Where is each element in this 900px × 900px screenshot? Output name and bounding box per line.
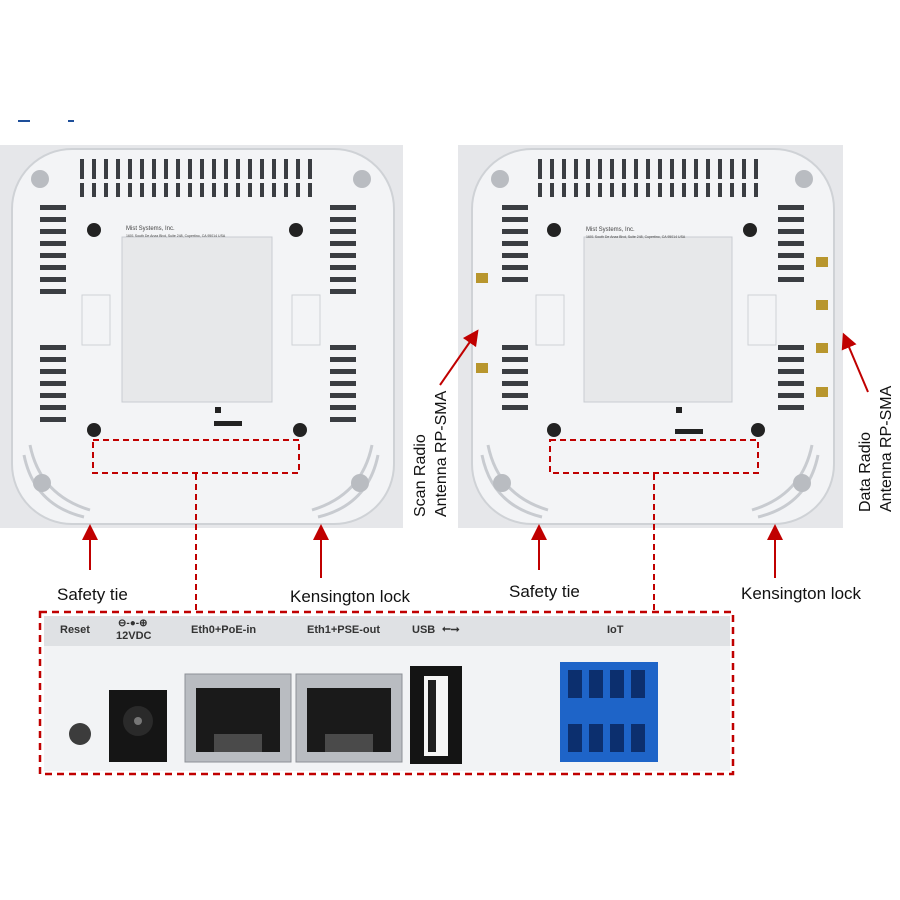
power-symbol-icon: ⊖-●-⊕ — [118, 618, 148, 629]
left-safety-tie-label: Safety tie — [57, 585, 128, 604]
right-safety-tie-label: Safety tie — [509, 582, 580, 601]
left-device-drawing — [0, 145, 403, 528]
left-kensington-label: Kensington lock — [290, 587, 411, 606]
usb-icon: ⭠⭢ — [442, 623, 460, 635]
usb-label: USB — [412, 624, 436, 636]
reset-label: Reset — [60, 624, 90, 636]
left-device-photo: Mist Systems, Inc. 1601 South De Anza Bl… — [0, 145, 403, 528]
scan-radio-label-line1: Scan Radio — [412, 434, 429, 517]
left-sticker-company: Mist Systems, Inc. — [126, 226, 175, 232]
scan-radio-label-line2: Antenna RP-SMA — [433, 390, 450, 517]
right-kensington-label: Kensington lock — [741, 584, 862, 603]
port-panel-drawing — [44, 616, 730, 771]
right-sticker-company: Mist Systems, Inc. — [586, 227, 635, 233]
port-panel-photo: Reset ⊖-●-⊕ 12VDC Eth0+PoE-in Eth1+PSE-o… — [44, 616, 730, 771]
data-radio-label-line1: Data Radio — [857, 431, 874, 512]
eth0-label: Eth0+PoE-in — [191, 624, 257, 636]
iot-label: IoT — [607, 624, 624, 636]
right-device-photo: Mist Systems, Inc. 1601 South De Anza Bl… — [458, 145, 843, 528]
right-sticker-address: 1601 South De Anza Blvd, Suite 248, Cupe… — [586, 235, 686, 239]
power-label: 12VDC — [116, 630, 152, 642]
left-sticker-address: 1601 South De Anza Blvd, Suite 248, Cupe… — [126, 234, 226, 238]
eth1-label: Eth1+PSE-out — [307, 624, 381, 636]
data-radio-label-line2: Antenna RP-SMA — [878, 385, 895, 512]
right-device-drawing — [458, 145, 843, 528]
